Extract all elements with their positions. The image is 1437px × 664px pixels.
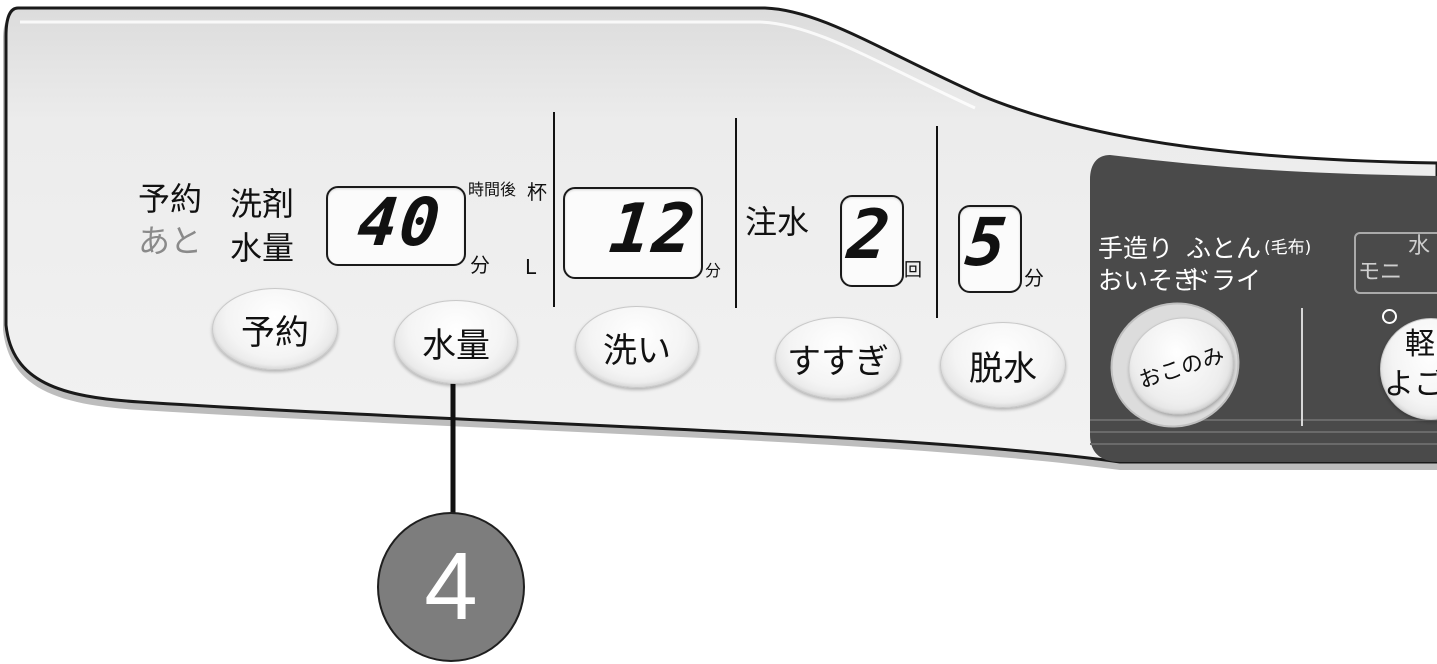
reserve-water-display-value: 40 [354, 184, 446, 261]
rinse-count-display-value: 2 [843, 196, 896, 275]
minutes-unit-1: 分 [470, 253, 490, 277]
course-futon: ふとん [1186, 234, 1262, 263]
reserve-water-display [326, 186, 466, 266]
water-monitor-label-top: 水 [1408, 234, 1431, 259]
cups-unit: 杯 [527, 180, 547, 204]
minutes-unit-3: 分 [1024, 266, 1044, 290]
minutes-unit-2: 分 [705, 261, 722, 280]
water-monitor-label-bottom: モニ [1358, 260, 1403, 285]
water-fill-label: 注水 [745, 203, 810, 241]
water-level-label: 水量 [230, 229, 295, 267]
light-soil-label-bottom: よご [1384, 367, 1437, 402]
hours-later-unit: 時間後 [468, 180, 517, 199]
divider [936, 126, 938, 318]
course-blanket: (毛布) [1264, 238, 1312, 258]
spin-button[interactable]: 脱水 [940, 322, 1066, 408]
liter-unit: L [525, 255, 537, 279]
wash-time-display [563, 187, 703, 279]
wash-time-display-value: 12 [605, 190, 701, 269]
detergent-label: 洗剤 [230, 185, 295, 223]
divider [1301, 308, 1303, 426]
indicator-lamp [1382, 309, 1397, 324]
water-level-button[interactable]: 水量 [394, 300, 518, 384]
spin-time-display [958, 205, 1022, 293]
reserve-button[interactable]: 予約 [212, 288, 338, 370]
callout-number-badge: 4 [377, 512, 525, 662]
course-dry: ドライ [1186, 266, 1262, 295]
times-unit: 回 [904, 260, 922, 281]
course-quick: おいそぎ [1098, 266, 1199, 295]
after-label: あと [138, 222, 203, 260]
divider [735, 118, 737, 308]
rinse-button[interactable]: すすぎ [775, 317, 901, 399]
light-soil-label-top: 軽 [1405, 327, 1435, 362]
reserve-label: 予約 [138, 180, 203, 218]
rinse-count-display [840, 195, 904, 287]
spin-time-display-value: 5 [962, 204, 1012, 281]
divider [553, 112, 555, 307]
wash-button[interactable]: 洗い [575, 306, 699, 388]
water-monitor-indicator [1354, 232, 1437, 294]
course-handmade: 手造り [1098, 234, 1174, 263]
